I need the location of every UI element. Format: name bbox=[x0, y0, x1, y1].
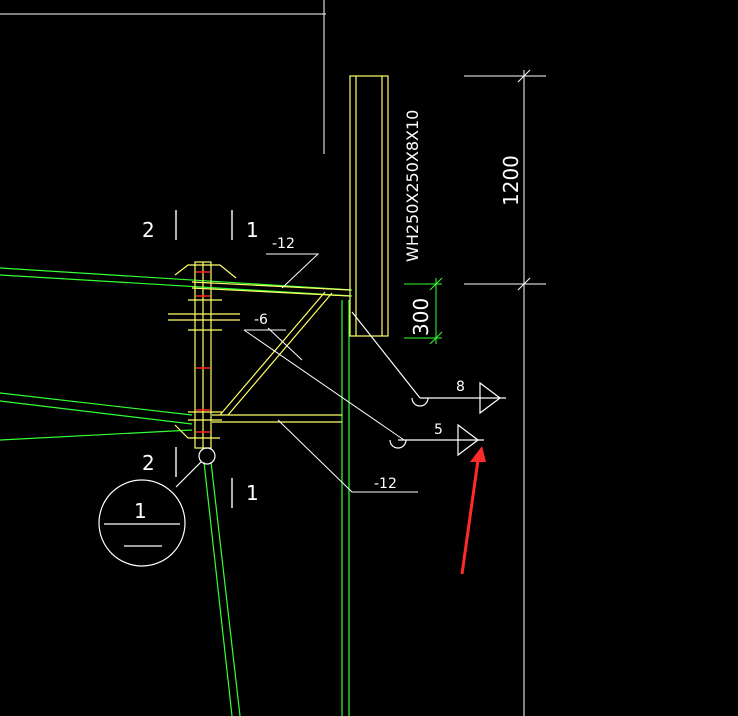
frame-lines bbox=[0, 0, 326, 154]
bolt-marks bbox=[196, 271, 210, 433]
plate-label-top: -12 bbox=[272, 236, 295, 252]
weld-size-upper: 8 bbox=[456, 379, 465, 395]
plate-leaders bbox=[243, 253, 418, 493]
plate-label-brace: -6 bbox=[254, 312, 268, 328]
dimension-1200 bbox=[464, 69, 546, 716]
weld-symbol-lower bbox=[389, 423, 484, 457]
section-label-1-top: 1 bbox=[246, 218, 259, 242]
weld-size-lower: 5 bbox=[434, 422, 443, 438]
column-section-label: WH250X250X8X10 bbox=[403, 110, 422, 262]
detail-number: 1 bbox=[134, 499, 147, 523]
section-label-1-bottom: 1 bbox=[246, 481, 259, 505]
section-label-2-top: 2 bbox=[142, 218, 155, 242]
section-label-2-bottom: 2 bbox=[142, 451, 155, 475]
detail-circle-icon bbox=[98, 447, 216, 567]
steel-members bbox=[168, 75, 389, 449]
red-arrow-icon bbox=[460, 446, 486, 575]
section-markers bbox=[175, 210, 233, 508]
dimension-label-300: 300 bbox=[409, 298, 433, 336]
column-lines bbox=[203, 300, 350, 716]
dimension-label-1200: 1200 bbox=[499, 155, 523, 206]
rafter-lines bbox=[0, 267, 353, 441]
weld-symbol-upper bbox=[351, 311, 506, 415]
dimension-300 bbox=[404, 277, 443, 345]
plate-label-bottom: -12 bbox=[374, 476, 397, 492]
